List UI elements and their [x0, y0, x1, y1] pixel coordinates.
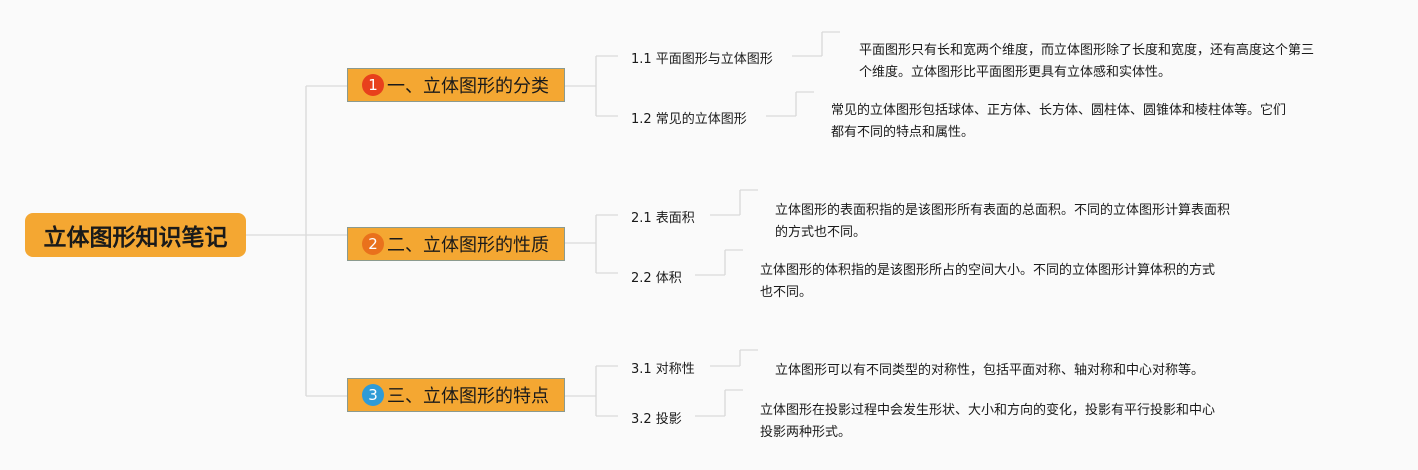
number-badge-icon: 2 [362, 233, 384, 255]
item-1-2-connector [766, 91, 814, 117]
subtopic-1-1-description: 平面图形只有长和宽两个维度，而立体图形除了长度和宽度，还有高度这个第三 个维度。… [859, 40, 1314, 84]
item-3-1-connector [710, 349, 758, 367]
main-topic-label: 三、立体图形的特点 [387, 386, 549, 407]
root-topic[interactable]: 立体图形知识笔记 [25, 213, 246, 257]
subtopic-3-2[interactable]: 3.2 投影 [631, 412, 682, 427]
subtopic-1-2-description: 常见的立体图形包括球体、正方体、长方体、圆柱体、圆锥体和棱柱体等。它们 都有不同… [831, 100, 1286, 144]
item-2-1-connector [710, 189, 758, 216]
number-badge-icon: 3 [362, 384, 384, 406]
description-line: 立体图形在投影过程中会发生形状、大小和方向的变化，投影有平行投影和中心 [760, 403, 1216, 418]
description-line: 的方式也不同。 [775, 225, 867, 240]
main-topic-label: 二、立体图形的性质 [387, 235, 549, 256]
subtopic-3-2-description: 立体图形在投影过程中会发生形状、大小和方向的变化，投影有平行投影和中心 投影两种… [760, 400, 1215, 444]
description-line: 也不同。 [760, 285, 813, 300]
description-line: 都有不同的特点和属性。 [831, 125, 975, 140]
main-topic-3[interactable]: 3 三、立体图形的特点 [347, 378, 565, 412]
subtopic-3-1-description: 立体图形可以有不同类型的对称性，包括平面对称、轴对称和中心对称等。 [775, 360, 1204, 382]
item-3-2-connector [695, 389, 743, 417]
subtopic-2-1-description: 立体图形的表面积指的是该图形所有表面的总面积。不同的立体图形计算表面积 的方式也… [775, 200, 1230, 244]
description-line: 立体图形的体积指的是该图形所占的空间大小。不同的立体图形计算体积的方式 [760, 263, 1216, 278]
subtopic-1-2[interactable]: 1.2 常见的立体图形 [631, 112, 747, 127]
description-line: 个维度。立体图形比平面图形更具有立体感和实体性。 [859, 65, 1172, 80]
subtopic-1-1[interactable]: 1.1 平面图形与立体图形 [631, 52, 773, 67]
subtopic-2-1[interactable]: 2.1 表面积 [631, 211, 695, 226]
section-2-connector [565, 214, 618, 274]
main-topic-label: 一、立体图形的分类 [387, 76, 549, 97]
subtopic-2-2-description: 立体图形的体积指的是该图形所占的空间大小。不同的立体图形计算体积的方式 也不同。 [760, 260, 1215, 304]
description-line: 投影两种形式。 [760, 425, 852, 440]
subtopic-2-2[interactable]: 2.2 体积 [631, 271, 682, 286]
main-topic-1[interactable]: 1 一、立体图形的分类 [347, 68, 565, 102]
description-line: 立体图形的表面积指的是该图形所有表面的总面积。不同的立体图形计算表面积 [775, 203, 1231, 218]
item-1-1-connector [792, 31, 840, 57]
description-line: 常见的立体图形包括球体、正方体、长方体、圆柱体、圆锥体和棱柱体等。它们 [831, 103, 1287, 118]
number-badge-icon: 1 [362, 74, 384, 96]
subtopic-3-1[interactable]: 3.1 对称性 [631, 362, 695, 377]
description-line: 立体图形可以有不同类型的对称性，包括平面对称、轴对称和中心对称等。 [775, 363, 1205, 378]
section-1-connector [565, 55, 618, 117]
root-topic-label: 立体图形知识笔记 [43, 225, 228, 251]
section-3-connector [565, 365, 618, 417]
description-line: 平面图形只有长和宽两个维度，而立体图形除了长度和宽度，还有高度这个第三 [859, 43, 1315, 58]
main-topic-2[interactable]: 2 二、立体图形的性质 [347, 227, 565, 261]
item-2-2-connector [695, 249, 743, 276]
